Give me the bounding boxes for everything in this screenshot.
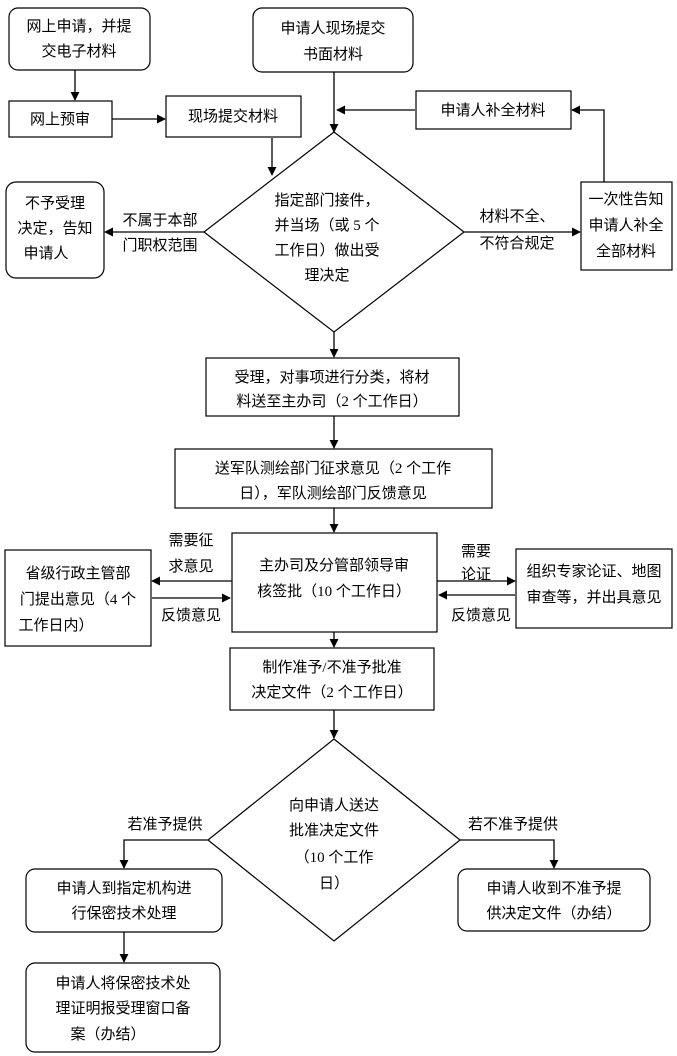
- node-decision-doc-box: [229, 647, 435, 711]
- arrow-notice-to-supplement: [571, 105, 605, 182]
- node-supplement-box: [415, 90, 572, 130]
- label-decision-doc-line-1: 制作准予/不准予批准: [262, 659, 401, 676]
- edge-label-need-opinion-line-1: 需要征: [168, 532, 213, 549]
- label-refusal-line-2: 供决定文件（办结）: [486, 905, 621, 922]
- label-online-apply-line-1: 网上申请，并提: [26, 18, 131, 35]
- label-approval-line-2: 核签批（10 个工作日）: [257, 583, 411, 600]
- label-deliver-line-2: 批准决定文件: [289, 822, 379, 839]
- label-not-accepted-line-2: 决定，告知: [17, 220, 92, 237]
- edge-label-need-opinion-line-2: 求意见: [168, 557, 213, 575]
- node-military-box: [174, 448, 493, 509]
- label-accept-decision-line-3: 工作日）做出受: [274, 242, 379, 259]
- edge-label-if-granted: 若准予提供: [127, 816, 202, 833]
- node-security-box: [25, 868, 223, 933]
- label-record-line-3: 案（办结）: [70, 1025, 145, 1043]
- label-province-line-2: 门提出意见（4 个: [20, 590, 136, 608]
- node-onsite-written-box: [252, 7, 414, 73]
- edge-label-incomplete-line-1: 材料不全、: [479, 207, 554, 225]
- node-labels: 网上申请，并提 交电子材料 申请人现场提交 书面材料 网上预审 现场提交材料 申…: [17, 18, 663, 1043]
- label-not-accepted-line-1: 不予受理: [25, 195, 85, 212]
- label-experts-line-2: 审查等，并出具意见: [526, 588, 661, 606]
- label-onsite-submit: 现场提交材料: [188, 107, 278, 125]
- node-accept-decision-diamond: [203, 131, 465, 333]
- connectors: [70, 70, 605, 963]
- label-accept-decision-line-4: 理决定: [304, 267, 349, 284]
- label-record-line-1: 申请人将保密技术处: [55, 975, 190, 992]
- shapes: [4, 7, 673, 1053]
- label-classify-line-1: 受理，对事项进行分类，将材: [234, 369, 429, 386]
- label-province-line-3: 工作日内）: [18, 617, 93, 634]
- label-online-apply-line-2: 交电子材料: [41, 42, 116, 60]
- node-one-time-notice-box: [580, 181, 673, 271]
- edge-label-not-in-scope-line-2: 门职权范围: [122, 237, 197, 254]
- node-deliver-diamond: [207, 738, 461, 942]
- arrow-deliver-to-security: [119, 839, 208, 869]
- label-deliver-line-1: 向申请人送达: [289, 797, 379, 814]
- node-record-box: [25, 962, 221, 1053]
- edge-labels: 不属于本部 门职权范围 材料不全、 不符合规定 需要征 求意见 反馈意见 需要 …: [122, 207, 558, 833]
- node-approval-box: [231, 532, 438, 633]
- node-experts-box: [515, 548, 673, 629]
- label-notice-line-1: 一次性告知: [588, 191, 663, 208]
- label-province-line-1: 省级行政主管部: [25, 565, 130, 582]
- label-online-review: 网上预审: [30, 111, 90, 128]
- label-experts-line-1: 组织专家论证、地图: [526, 563, 661, 580]
- node-classify-box: [205, 357, 460, 417]
- label-military-line-2: 日），军队测绘部门反馈意见: [239, 484, 427, 502]
- label-record-line-2: 理证明报受理窗口备: [55, 999, 190, 1017]
- label-supplement: 申请人补全材料: [440, 101, 545, 119]
- label-security-line-1: 申请人到指定机构进: [56, 880, 191, 897]
- edge-label-if-denied: 若不准予提供: [468, 816, 558, 833]
- label-notice-line-2: 申请人补全: [588, 216, 663, 234]
- label-classify-line-2: 料送至主办司（2 个工作日）: [236, 393, 427, 410]
- edge-label-need-review-line-2: 论证: [461, 566, 491, 583]
- label-accept-decision-line-1: 指定部门接件，: [274, 192, 379, 209]
- edge-label-need-review-line-1: 需要: [461, 543, 491, 560]
- label-approval-line-1: 主办司及分管部领导审: [259, 557, 409, 574]
- node-refusal-received-box: [457, 868, 651, 932]
- edge-label-feedback-left: 反馈意见: [161, 606, 221, 624]
- node-onsite-submit-box: [165, 95, 302, 138]
- node-online-review-box: [8, 100, 113, 138]
- edge-label-not-in-scope-line-1: 不属于本部: [122, 212, 197, 229]
- label-security-line-2: 行保密技术处理: [71, 905, 176, 922]
- label-onsite-written-line-2: 书面材料: [303, 46, 363, 63]
- label-refusal-line-1: 申请人收到不准予提: [486, 880, 621, 897]
- label-decision-doc-line-2: 决定文件（2 个工作日）: [251, 684, 412, 701]
- label-onsite-written-line-1: 申请人现场提交: [280, 19, 385, 37]
- label-accept-decision-line-2: 并当场（或 5 个: [274, 217, 379, 234]
- arrow-deliver-to-refusal: [460, 839, 559, 869]
- node-not-accepted-box: [5, 181, 105, 279]
- edge-label-feedback-right: 反馈意见: [451, 606, 511, 624]
- label-deliver-line-4: 日）: [319, 875, 349, 892]
- edge-label-incomplete-line-2: 不符合规定: [479, 235, 554, 252]
- label-not-accepted-line-3: 申请人: [23, 245, 68, 262]
- label-notice-line-3: 全部材料: [596, 242, 656, 260]
- label-deliver-line-3: （10 个工作: [295, 849, 374, 866]
- label-military-line-1: 送军队测绘部门征求意见（2 个工作: [215, 459, 451, 477]
- node-province-box: [4, 549, 152, 647]
- node-online-apply-box: [8, 7, 151, 71]
